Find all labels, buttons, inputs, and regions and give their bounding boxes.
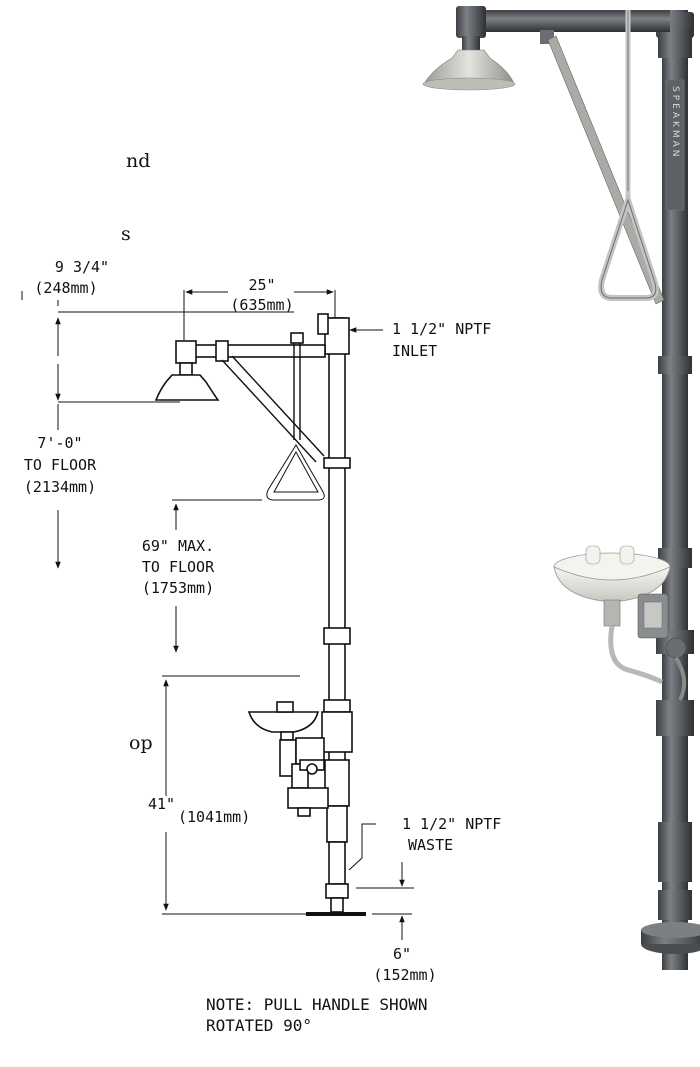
dim-shower-height-ref: TO FLOOR <box>24 456 97 474</box>
side-text-fragment: nd <box>126 150 150 172</box>
pipe-tee <box>321 711 353 753</box>
photo-hose <box>608 625 664 685</box>
waste-size-label: 1 1/2" NPTF <box>402 815 501 833</box>
photo-brand-label <box>665 79 685 211</box>
dim-head-offset: 9 3/4" <box>55 258 109 276</box>
dim-arm-length-metric: (635mm) <box>230 296 293 314</box>
arm-coupling <box>215 340 229 362</box>
photo-eyewash-nozzle <box>619 545 635 565</box>
bowl-stem <box>280 731 294 741</box>
pull-rod-bracket <box>290 332 304 344</box>
photo-tee <box>656 700 694 736</box>
valve-nut <box>306 763 318 775</box>
photo-valve-handle <box>665 637 687 659</box>
technical-drawing: 9 3/4" (248mm) 25" (635mm) 1 1/2" NPTF I… <box>21 258 501 1035</box>
dim-shower-height-metric: (2134mm) <box>24 478 96 496</box>
pipe-coupling <box>325 883 349 899</box>
photo-brand-text: SPEAKMAN <box>670 86 680 160</box>
note-line-2: ROTATED 90° <box>206 1016 312 1035</box>
side-text-fragment: s <box>121 223 131 245</box>
dim-bowl-height: 41" <box>148 795 175 813</box>
dim-handle-height-metric: (1753mm) <box>142 579 214 597</box>
pipe-lower <box>328 841 346 885</box>
valve-elbow <box>287 787 329 809</box>
dim-waste-offset-metric: (152mm) <box>373 966 436 984</box>
eyewash-nozzle <box>276 701 294 713</box>
pipe-coupling <box>323 699 351 713</box>
valve-drain <box>297 807 311 817</box>
pull-handle <box>266 444 325 501</box>
side-text-fragment: op <box>129 732 153 754</box>
dim-head-offset-metric: (248mm) <box>34 279 97 297</box>
inlet-size-label: 1 1/2" NPTF <box>392 320 491 338</box>
dim-handle-height-ref: TO FLOOR <box>142 558 215 576</box>
photo-coupling <box>658 890 692 920</box>
eyewash-bowl <box>247 711 320 733</box>
photo-eyewash-nozzle <box>585 545 601 565</box>
pipe-coupling <box>323 457 351 469</box>
product-photo: SPEAKMAN <box>422 6 700 970</box>
inlet-fitting <box>317 313 329 335</box>
photo-coupling <box>658 822 692 882</box>
photo-coupling <box>658 356 692 374</box>
head-stem <box>179 362 193 376</box>
dim-arm-length: 25" <box>248 276 275 294</box>
pull-handle-inner <box>273 450 319 493</box>
dim-shower-height: 7'-0" <box>37 434 82 452</box>
photo-arm-elbow <box>456 6 486 38</box>
dim-waste-offset: 6" <box>393 945 411 963</box>
shower-arm <box>189 344 326 358</box>
pipe-coupling <box>324 317 350 355</box>
dim-handle-height: 69" MAX. <box>142 537 214 555</box>
shower-head <box>154 374 220 401</box>
dim-bowl-height-metric: (1041mm) <box>178 808 250 826</box>
photo-shower-arm <box>470 10 670 32</box>
note-line-1: NOTE: PULL HANDLE SHOWN <box>206 995 428 1014</box>
pipe-coupling <box>323 627 351 645</box>
pipe-base-stem <box>330 897 344 913</box>
pipe-coupling <box>324 759 350 807</box>
photo-coupling <box>658 28 692 58</box>
arm-elbow <box>175 340 197 364</box>
inlet-label: INLET <box>392 342 437 360</box>
waste-label: WASTE <box>408 836 453 854</box>
pipe-coupling <box>326 805 348 843</box>
